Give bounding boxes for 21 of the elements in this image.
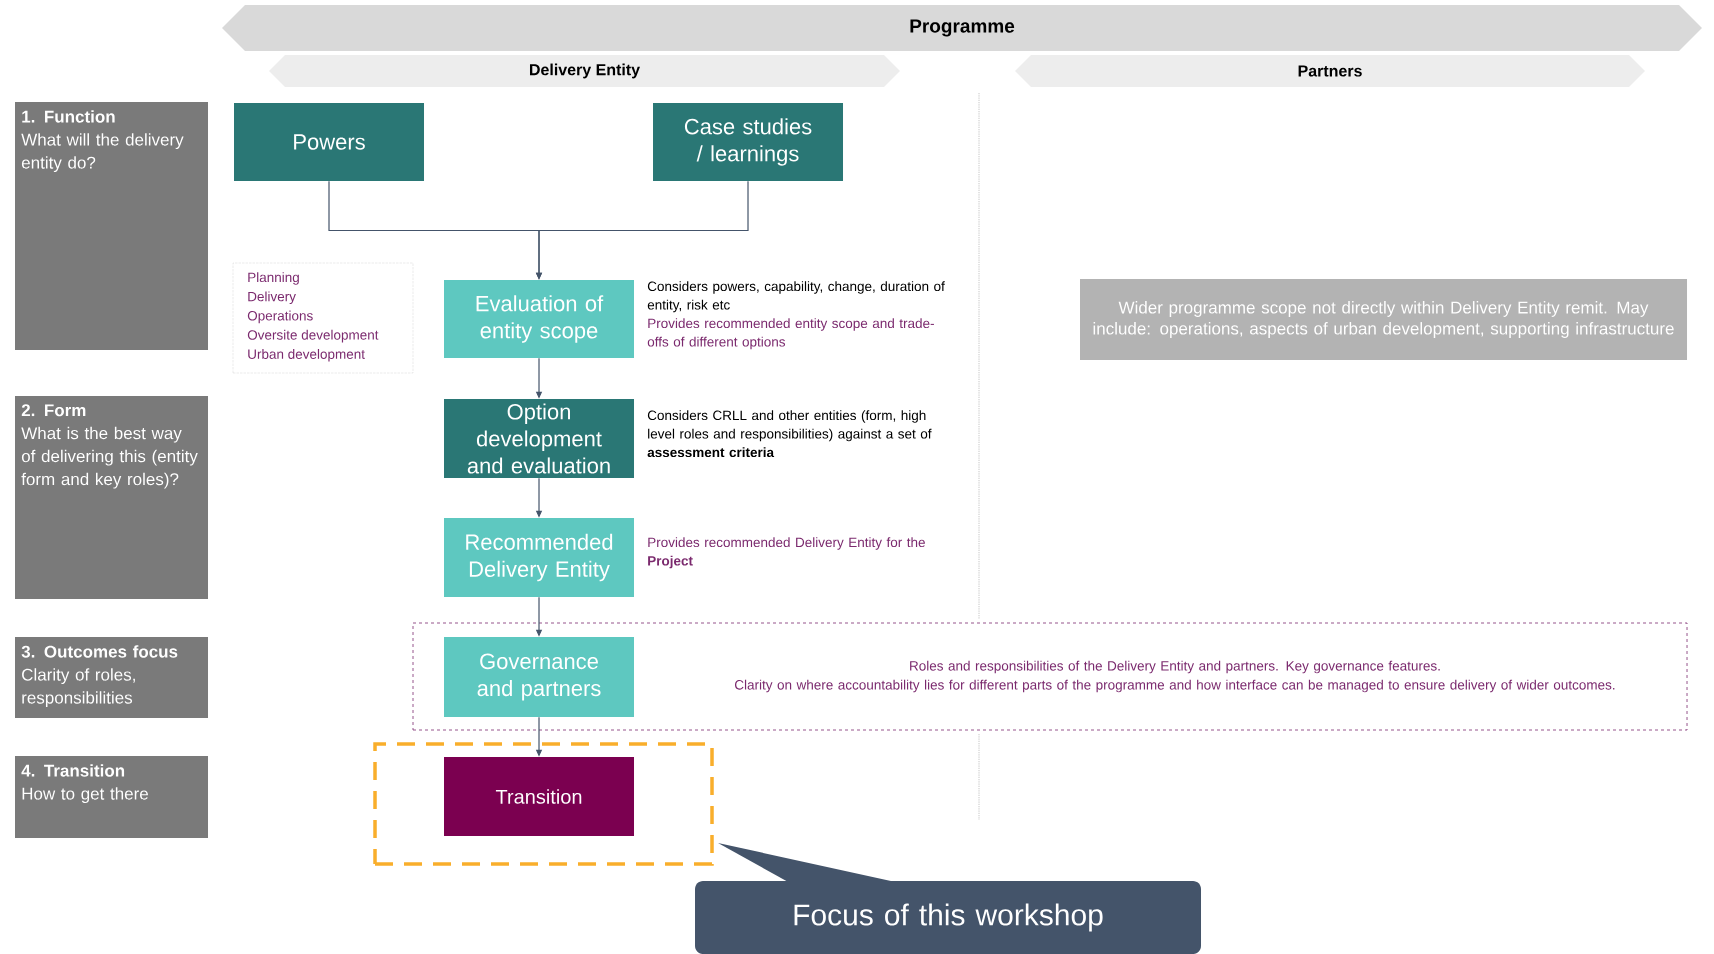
- side-note: Considers CRLL and other entities (form, high level roles and responsibilities) against a set of assessment criteria: [647, 410, 932, 458]
- stage-box: 4. Transition How to get there: [15, 756, 208, 838]
- stage-box: 2. Form What is the best way of delivering this (entity form and key roles)?: [15, 396, 208, 599]
- double-arrow-band: Programme: [222, 5, 1702, 51]
- double-arrow-band: Delivery Entity: [269, 55, 900, 87]
- double-arrow-band: Partners: [1015, 55, 1645, 87]
- process-box: Recommended Delivery Entity: [444, 518, 634, 597]
- side-note: Considers powers, capability, change, duration of entity, risk etc Provides recommended entity scope and trade-offs of different options: [647, 281, 945, 350]
- process-box: Evaluation of entity scope: [444, 280, 634, 358]
- process-box: Transition: [444, 757, 634, 836]
- stage-box: 1. Function What will the delivery entity do?: [15, 102, 208, 350]
- side-note: Provides recommended Delivery Entity for the Project: [648, 537, 925, 569]
- process-box: Option development and evaluation: [444, 399, 634, 478]
- stage-box: 3. Outcomes focus Clarity of roles, responsibilities: [15, 637, 208, 718]
- process-box: Powers: [234, 103, 424, 181]
- highlight-frame: [373, 742, 714, 866]
- process-box: Case studies / learnings: [653, 103, 843, 181]
- callout-bubble: Focus of this workshop: [695, 843, 1201, 954]
- dotted-list-box: Planning Delivery Operations Oversite development Urban development: [232, 262, 414, 374]
- scope-box: Wider programme scope not directly within Delivery Entity remit. May include: operations, aspects of urban development, supporting infrastructure: [1080, 279, 1687, 360]
- process-box: Governance and partners: [444, 637, 634, 717]
